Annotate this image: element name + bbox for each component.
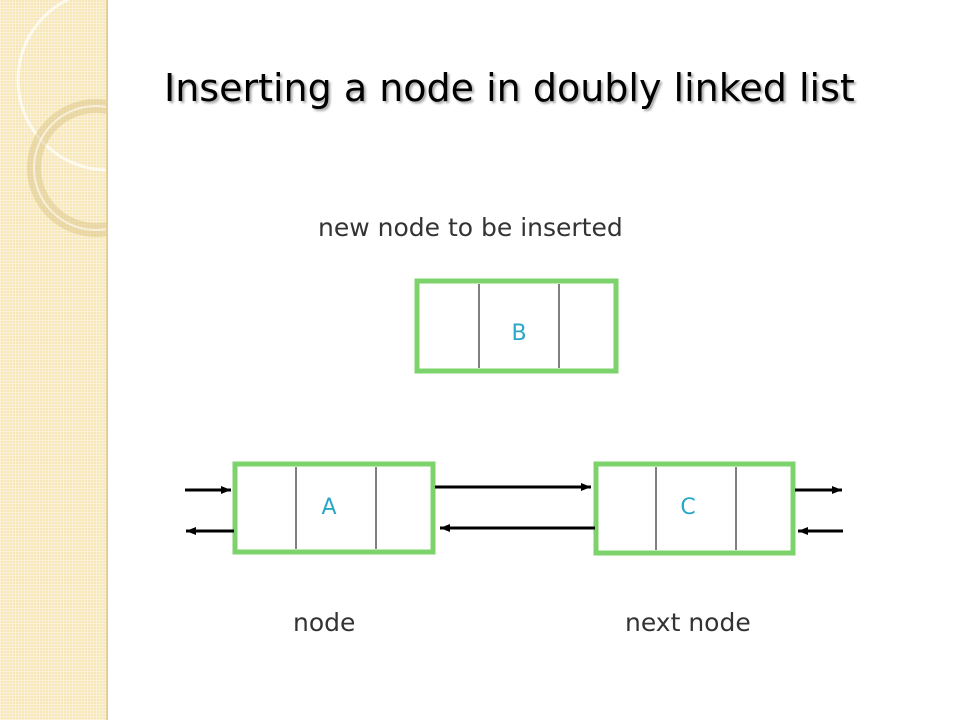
- node-a: A: [232, 461, 436, 555]
- next-node-caption: next node: [625, 608, 751, 637]
- node-b-label: B: [511, 321, 526, 346]
- node-a-label: A: [321, 495, 336, 520]
- node-caption: node: [293, 608, 355, 637]
- link-arrows: [185, 483, 843, 535]
- new-node-caption: new node to be inserted: [318, 213, 623, 242]
- node-c-label: C: [680, 495, 695, 520]
- new-node-b: B: [414, 278, 619, 374]
- slide-title: Inserting a node in doubly linked list: [164, 66, 855, 110]
- decorative-sidebar: [0, 0, 200, 720]
- node-c: C: [593, 461, 796, 556]
